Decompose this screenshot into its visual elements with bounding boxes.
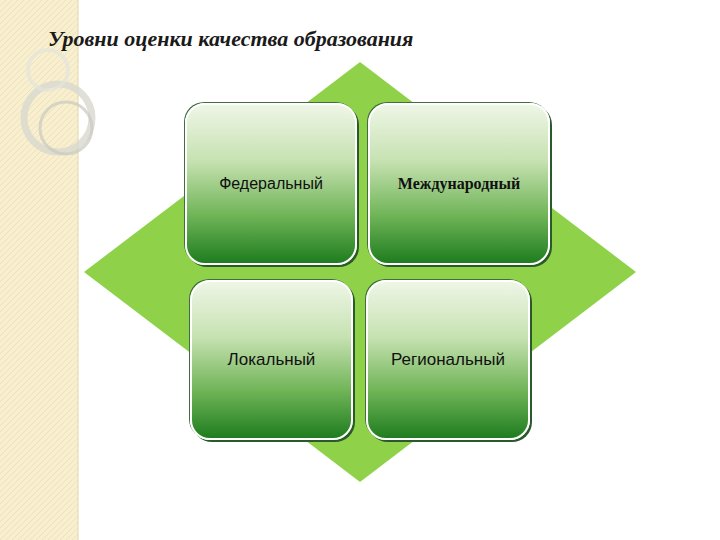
level-label: Локальный	[228, 350, 316, 370]
deco-ring	[24, 84, 92, 152]
level-box: Региональный	[366, 280, 530, 440]
level-label: Международный	[398, 175, 520, 193]
deco-ring	[40, 102, 92, 154]
level-box: Международный	[368, 103, 550, 265]
strip-border	[78, 0, 79, 540]
level-label: Федеральный	[219, 175, 323, 193]
level-label: Региональный	[391, 350, 505, 370]
level-box: Локальный	[190, 280, 353, 440]
level-box: Федеральный	[185, 103, 357, 265]
deco-ring	[28, 50, 68, 90]
side-strip	[0, 0, 78, 540]
green-diamond	[84, 62, 636, 482]
slide-title: Уровни оценки качества образования	[48, 26, 413, 52]
